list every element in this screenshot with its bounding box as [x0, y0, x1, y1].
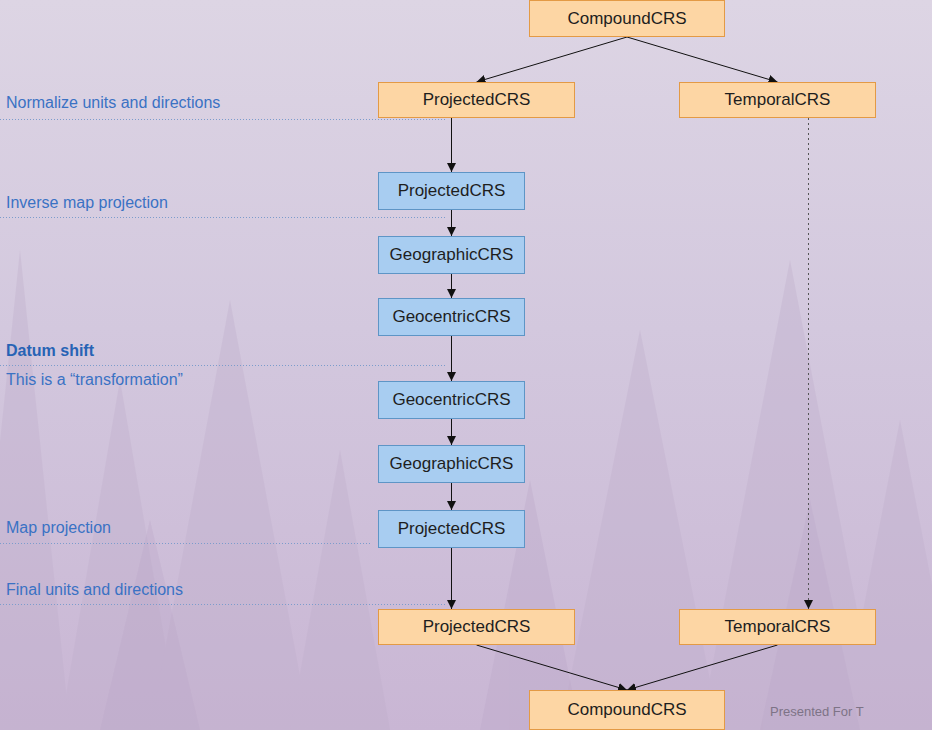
node-label: TemporalCRS: [725, 90, 831, 110]
dotted-rule: [0, 217, 445, 218]
node-label: ProjectedCRS: [398, 181, 506, 201]
node-label: GeocentricCRS: [392, 307, 510, 327]
node-label: TemporalCRS: [725, 617, 831, 637]
flow-arrow: [451, 118, 452, 172]
node-label: CompoundCRS: [567, 9, 686, 29]
crs-box: CompoundCRS: [529, 0, 725, 37]
node-label: GeographicCRS: [390, 454, 514, 474]
flow-arrow: [451, 274, 452, 298]
watermark: Presented For T: [770, 704, 864, 719]
flow-arrow: [451, 483, 452, 510]
dotted-rule: [0, 543, 372, 544]
step-note: Final units and directions: [6, 581, 183, 599]
flow-arrow: [451, 548, 452, 609]
dotted-rule: [0, 604, 445, 605]
step-box: GeographicCRS: [378, 445, 525, 483]
node-label: ProjectedCRS: [423, 90, 531, 110]
crs-box: ProjectedCRS: [378, 609, 575, 645]
step-box: GeocentricCRS: [378, 298, 525, 336]
step-note: Inverse map projection: [6, 194, 168, 212]
step-box: GeocentricCRS: [378, 381, 525, 419]
dotted-rule: [0, 119, 445, 120]
node-label: GeographicCRS: [390, 245, 514, 265]
step-box: ProjectedCRS: [378, 172, 525, 210]
dotted-rule: [0, 365, 445, 366]
step-note: Map projection: [6, 519, 111, 537]
crs-box: ProjectedCRS: [378, 82, 575, 118]
step-box: ProjectedCRS: [378, 510, 525, 548]
flow-arrow: [477, 645, 628, 690]
dashed-arrow: [808, 118, 809, 609]
crs-box: CompoundCRS: [529, 690, 725, 730]
step-note: This is a “transformation”: [6, 371, 183, 389]
flow-arrow: [627, 645, 778, 690]
crs-box: TemporalCRS: [679, 82, 876, 118]
step-note: Datum shift: [6, 342, 94, 360]
node-label: ProjectedCRS: [398, 519, 506, 539]
flow-arrow: [451, 336, 452, 381]
step-note: Normalize units and directions: [6, 94, 220, 112]
node-label: ProjectedCRS: [423, 617, 531, 637]
node-label: GeocentricCRS: [392, 390, 510, 410]
crs-box: TemporalCRS: [679, 609, 876, 645]
flow-arrow: [451, 210, 452, 236]
flow-arrow: [451, 419, 452, 445]
flow-arrow: [477, 37, 628, 82]
node-label: CompoundCRS: [567, 700, 686, 720]
step-box: GeographicCRS: [378, 236, 525, 274]
flow-arrow: [627, 37, 778, 82]
